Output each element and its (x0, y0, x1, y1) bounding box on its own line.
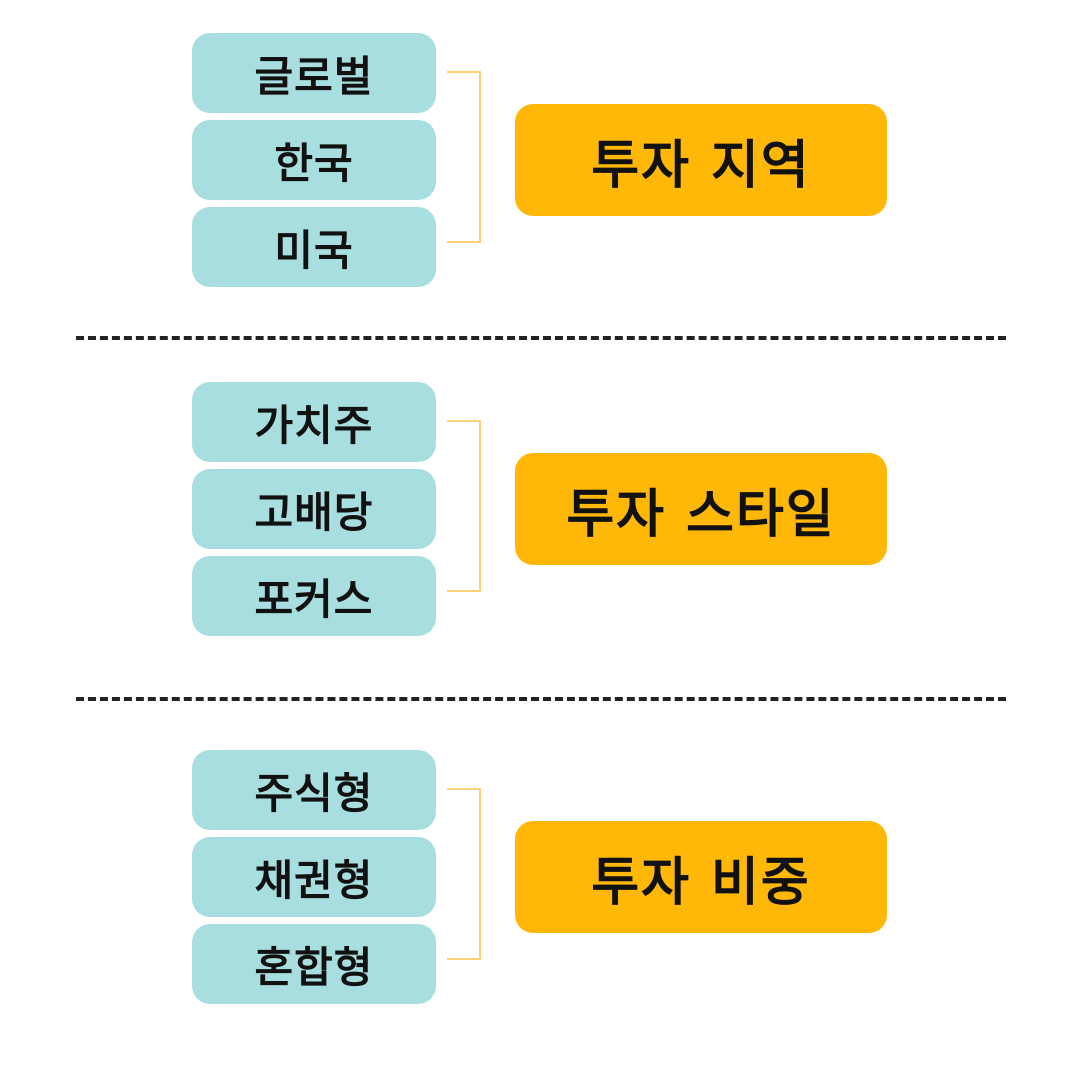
item-box: 주식형 (192, 750, 436, 830)
dashed-divider (76, 336, 1006, 340)
item-box: 채권형 (192, 837, 436, 917)
item-box: 혼합형 (192, 924, 436, 1004)
item-box: 미국 (192, 207, 436, 287)
item-box: 고배당 (192, 469, 436, 549)
category-box: 투자 비중 (515, 821, 887, 933)
group-investment-weight: 주식형 채권형 혼합형 투자 비중 (0, 750, 1080, 1006)
item-box: 가치주 (192, 382, 436, 462)
item-box: 포커스 (192, 556, 436, 636)
group-investment-style: 가치주 고배당 포커스 투자 스타일 (0, 382, 1080, 638)
category-box: 투자 지역 (515, 104, 887, 216)
dashed-divider (76, 697, 1006, 701)
group-bracket (447, 420, 481, 592)
category-box: 투자 스타일 (515, 453, 887, 565)
item-box: 한국 (192, 120, 436, 200)
item-box: 글로벌 (192, 33, 436, 113)
group-bracket (447, 788, 481, 960)
group-investment-region: 글로벌 한국 미국 투자 지역 (0, 33, 1080, 289)
group-bracket (447, 71, 481, 243)
